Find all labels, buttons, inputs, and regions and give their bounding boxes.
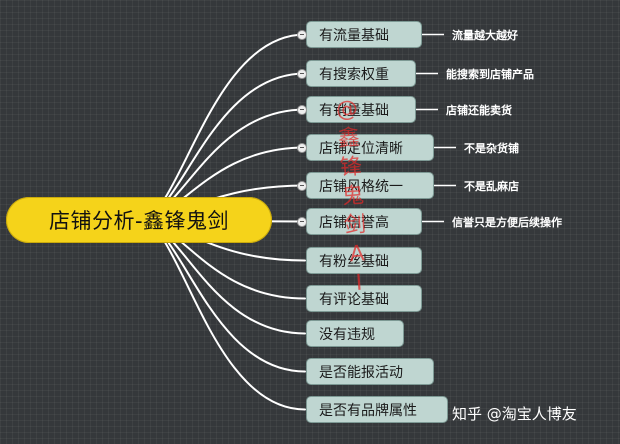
watermark-char: I — [354, 270, 364, 296]
branch-node[interactable]: 是否有品牌属性 — [306, 396, 448, 423]
branch-node[interactable]: 有流量基础 — [306, 21, 422, 48]
branch-note: 流量越大越好 — [452, 28, 518, 42]
watermark-char: 鬼 — [341, 183, 365, 210]
watermark-char: 鑫 — [337, 125, 361, 152]
branch-node[interactable]: 店铺风格统一 — [306, 172, 434, 199]
branch-label: 是否能报活动 — [319, 364, 403, 381]
collapse-toggle-icon[interactable] — [297, 104, 307, 115]
branch-note: 不是乱麻店 — [464, 179, 519, 193]
branch-label: 是否有品牌属性 — [319, 402, 417, 419]
watermark-char: 剑 — [343, 212, 367, 239]
credit-label: 知乎 @淘宝人博友 — [452, 403, 577, 424]
branch-label: 店铺信誉高 — [319, 214, 389, 231]
root-node[interactable]: 店铺分析-鑫锋鬼剑 — [6, 197, 272, 243]
branch-note: 信誉只是方便后续操作 — [452, 215, 562, 229]
branch-node[interactable]: 有评论基础 — [306, 285, 422, 312]
branch-node[interactable]: 有粉丝基础 — [306, 247, 422, 274]
collapse-toggle-icon[interactable] — [297, 180, 307, 191]
branch-label: 店铺风格统一 — [319, 178, 403, 195]
branch-label: 有流量基础 — [319, 27, 389, 44]
branch-label: 有搜索权重 — [319, 66, 389, 83]
branch-label: 店铺定位清晰 — [319, 140, 403, 157]
branch-note: 不是杂货铺 — [464, 141, 519, 155]
branch-label: 有销量基础 — [319, 102, 389, 119]
branch-label: 有粉丝基础 — [319, 253, 389, 270]
collapse-toggle-icon[interactable] — [297, 216, 307, 227]
branch-connector — [139, 33, 306, 221]
branch-node[interactable]: 没有违规 — [306, 320, 404, 347]
branch-node[interactable]: 有搜索权重 — [306, 60, 416, 87]
watermark-char: A — [348, 241, 366, 268]
branch-node[interactable]: 店铺信誉高 — [306, 208, 422, 235]
watermark-char: @ — [335, 96, 359, 123]
branch-node[interactable]: 是否能报活动 — [306, 358, 434, 385]
branch-node[interactable]: 店铺定位清晰 — [306, 134, 434, 161]
branch-note: 店铺还能卖货 — [446, 103, 512, 117]
branch-note: 能搜索到店铺产品 — [446, 67, 534, 81]
credit-text: 知乎 @淘宝人博友 — [452, 405, 577, 423]
watermark-char: 锋 — [339, 154, 363, 181]
branch-label: 有评论基础 — [319, 291, 389, 308]
collapse-toggle-icon[interactable] — [297, 142, 307, 153]
collapse-toggle-icon[interactable] — [297, 68, 307, 79]
branch-label: 没有违规 — [319, 326, 375, 343]
collapse-toggle-icon[interactable] — [297, 29, 307, 40]
branch-node[interactable]: 有销量基础 — [306, 96, 416, 123]
